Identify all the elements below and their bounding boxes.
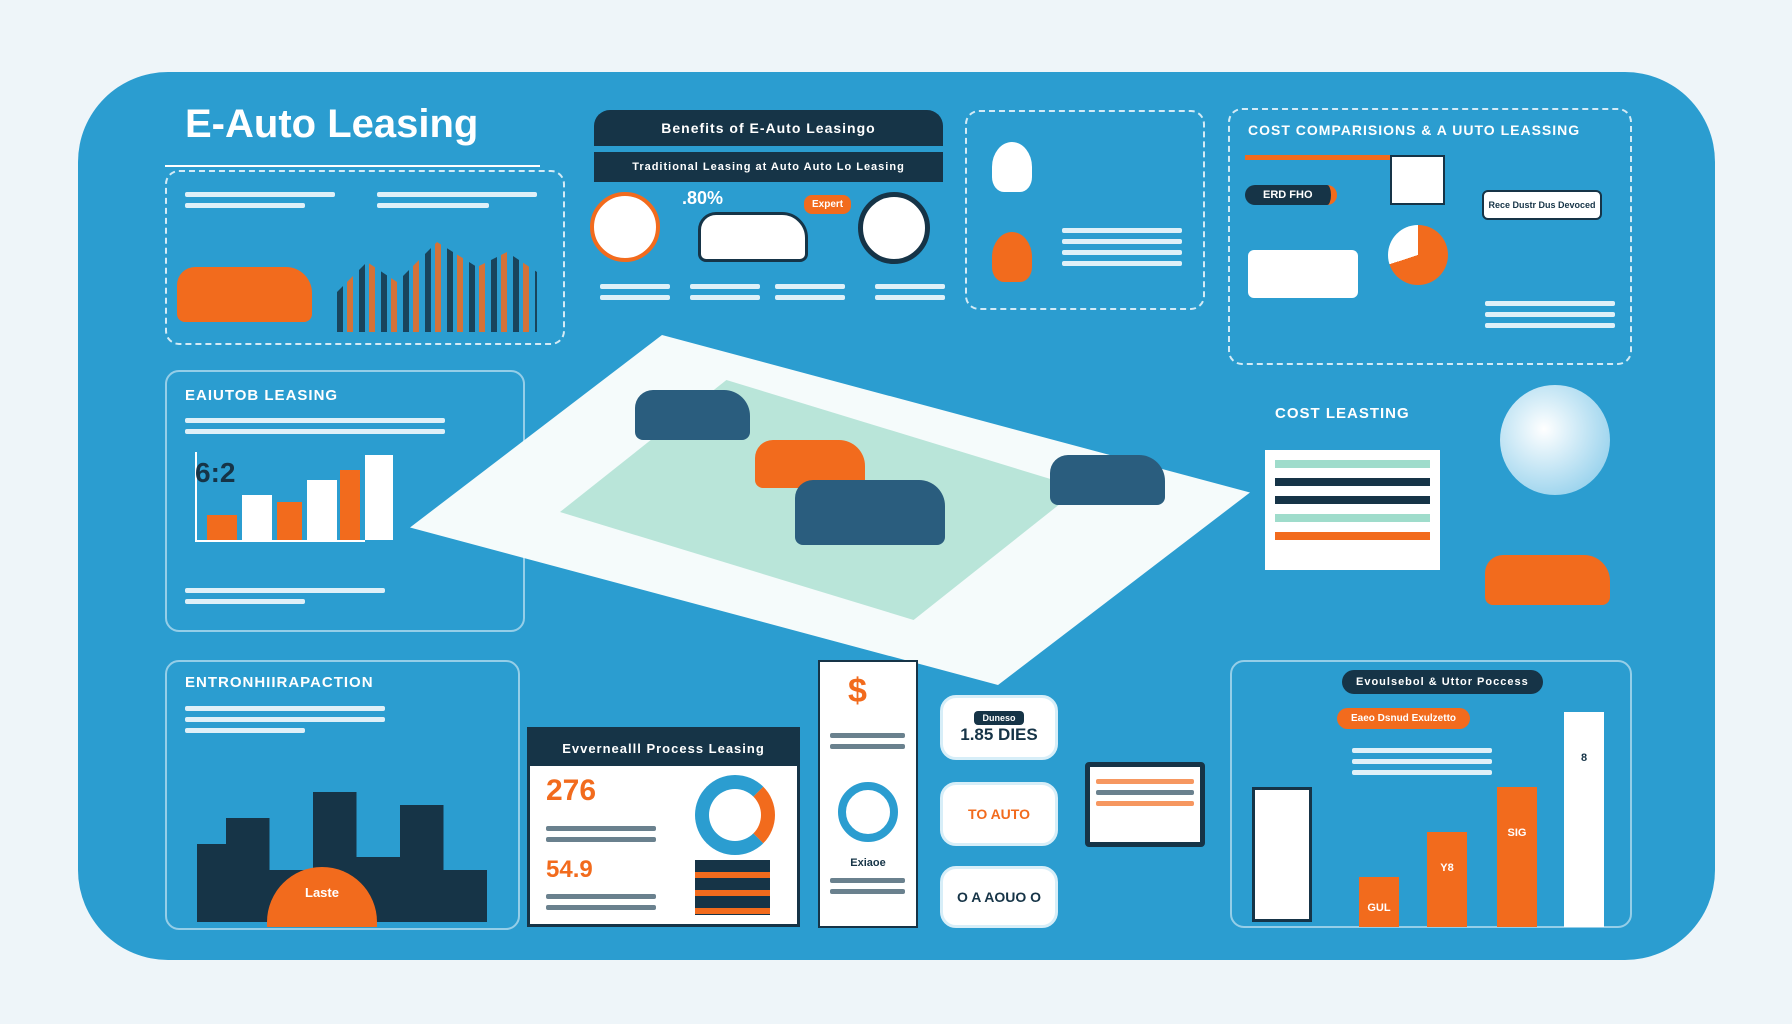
stat-value: 276 (546, 774, 597, 807)
eauto-leasing-section: Eaiutob Leasing 6:2 (165, 370, 525, 632)
section-heading: Entronhiirapaction (185, 674, 374, 691)
monitor-icon (1085, 762, 1205, 847)
middle-column: $ Exiaoe (818, 660, 918, 928)
chart-bar: GUL (1359, 877, 1399, 927)
environmental-section: Entronhiirapaction Laste (165, 660, 520, 930)
clipboard-icon (1252, 787, 1312, 922)
car-illustration (698, 212, 808, 262)
car-illustration (1485, 555, 1610, 605)
lightbulb-icon (992, 142, 1032, 192)
cost-leasing-heading: Cost Leasting (1275, 405, 1410, 422)
chart-bar: Y8 (1427, 832, 1467, 927)
card-value: 1.85 DIES (960, 724, 1038, 744)
cost-comparisons-section: Cost Comparisions & A Uuto Leassing ERD … (1228, 108, 1632, 365)
globe-icon (1500, 385, 1610, 495)
city-skyline (337, 242, 537, 332)
pie-icon (1388, 225, 1448, 285)
car-illustration (635, 390, 750, 440)
page-title: E-Auto Leasing (185, 102, 479, 146)
section-heading: Evvernealll Process Leasing (530, 730, 797, 766)
dollar-icon: $ (848, 672, 867, 710)
stat-value: 6:2 (195, 457, 236, 488)
refresh-icon (838, 782, 898, 842)
cost-pill: ERD FHO (1245, 185, 1337, 205)
stat-card: O A AOUO O (940, 866, 1058, 928)
gauge-icon (590, 192, 660, 262)
benefits-heading: Benefits of E-Auto Leasingo (594, 110, 943, 146)
stack-icon (695, 860, 770, 915)
calculator-icon (1390, 155, 1445, 205)
process-chart-section: Evoulsebol & Uttor Poccess Eaeo Dsnud Ex… (1230, 660, 1632, 928)
stat-value: 54.9 (546, 856, 593, 883)
card-illustration (1248, 250, 1358, 298)
section-heading: Evoulsebol & Uttor Poccess (1342, 670, 1543, 694)
expert-tag: Expert (804, 195, 852, 214)
chart-bar: 8 (1564, 712, 1604, 927)
section-heading: Eaiutob Leasing (185, 387, 339, 404)
bar-chart (195, 452, 393, 542)
intro-section (165, 170, 565, 345)
car-illustration (1050, 455, 1165, 505)
process-section: Evvernealll Process Leasing 276 54.9 (527, 727, 800, 927)
clock-icon (858, 192, 930, 264)
cost-bars (1265, 450, 1440, 570)
percent-stat: .80% (682, 188, 724, 208)
badge: Rece Dustr Dus Devoced (1482, 190, 1602, 220)
benefits-subheading: Traditional Leasing at Auto Auto Lo Leas… (594, 152, 943, 182)
middle-label: Exiaoe (850, 857, 886, 869)
section-heading: Cost Comparisions & A Uuto Leassing (1248, 122, 1581, 138)
car-illustration (795, 480, 945, 545)
title-divider (165, 165, 540, 167)
stat-card: TO AUTO (940, 782, 1058, 846)
ideas-section (965, 110, 1205, 310)
lightbulb-icon (992, 232, 1032, 282)
section-pill: Eaeo Dsnud Exulzetto (1337, 708, 1471, 729)
chart-bar: SIG (1497, 787, 1537, 927)
car-illustration (177, 267, 312, 322)
card-label: Duneso (974, 710, 1024, 725)
cycle-icon (695, 775, 775, 855)
stat-card: Duneso 1.85 DIES (940, 695, 1058, 760)
